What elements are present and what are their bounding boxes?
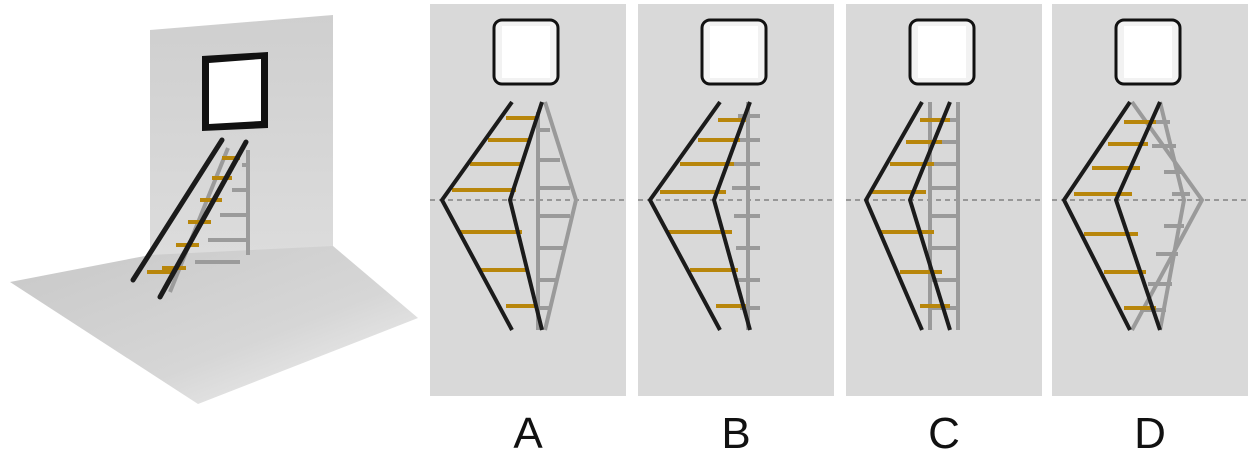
option-panel-d[interactable]: [1052, 4, 1248, 396]
window-icon: [492, 18, 560, 86]
option-panel-a[interactable]: [430, 4, 626, 396]
option-diagram-c: [846, 18, 1042, 331]
ladder-icon: [863, 101, 952, 331]
window-icon: [700, 18, 768, 86]
window-icon: [202, 52, 268, 131]
option-panel-b[interactable]: [638, 4, 834, 396]
option-diagram-b: [638, 18, 834, 331]
ladder-icon: [647, 100, 752, 331]
option-label-a: A: [513, 409, 543, 458]
ladder-scene-illustration: [10, 15, 418, 404]
ladder-reflection: [536, 101, 579, 331]
option-label-d: D: [1134, 409, 1166, 458]
option-diagram-a: [430, 18, 626, 331]
window-icon: [1114, 18, 1182, 86]
floor-plane: [10, 246, 418, 404]
ladder-reflection: [732, 102, 760, 330]
back-wall: [150, 15, 333, 258]
option-label-b: B: [721, 409, 751, 458]
option-panel-c[interactable]: [846, 4, 1042, 396]
window-icon: [908, 18, 976, 86]
ladder-icon: [1061, 100, 1162, 331]
option-diagram-d: [1052, 18, 1248, 331]
ladder-icon: [130, 137, 249, 300]
ladder-icon: [439, 100, 544, 331]
option-label-c: C: [928, 409, 960, 458]
